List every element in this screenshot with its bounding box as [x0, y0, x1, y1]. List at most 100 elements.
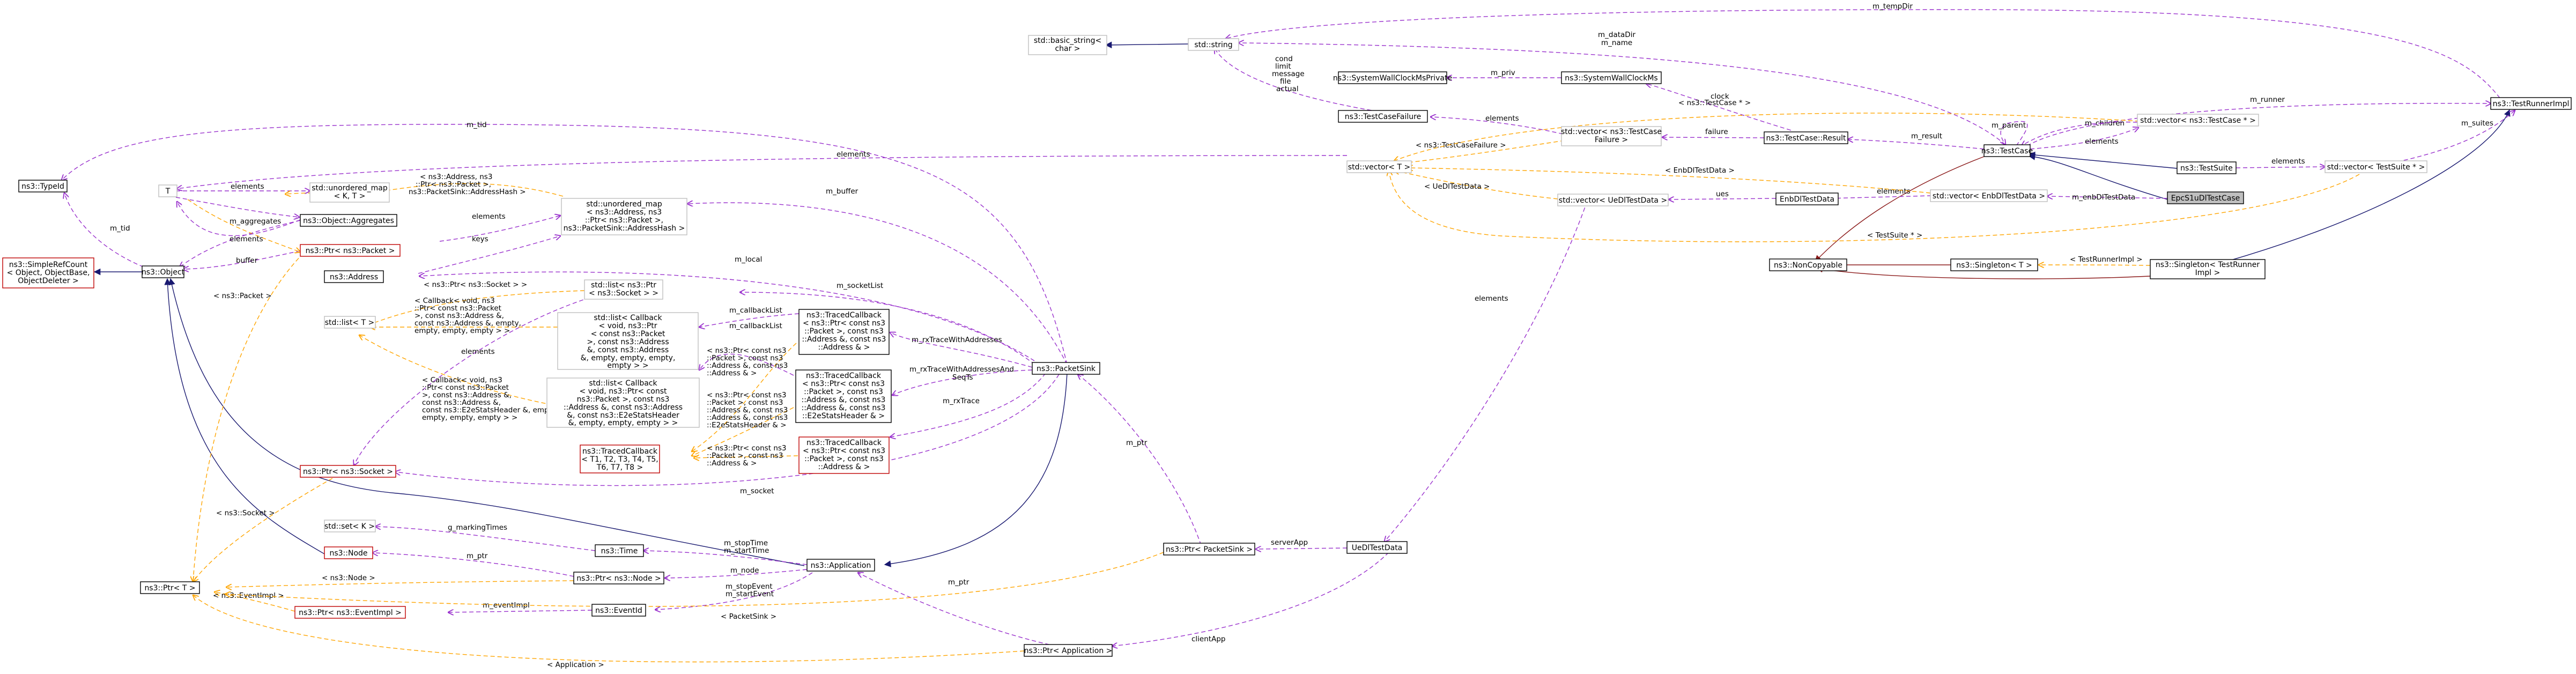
- node-ptr-eventimpl[interactable]: ns3::Ptr< ns3::EventImpl >: [294, 606, 406, 619]
- node-list-callback1-label-7: empty > >: [607, 361, 648, 370]
- label-tr3-3: ::Address & >: [707, 459, 757, 468]
- node-list-t[interactable]: std::list< T >: [324, 316, 376, 329]
- label-addr-map-1: < ns3::Address, ns3: [420, 173, 492, 181]
- node-testcase[interactable]: ns3::TestCase: [1981, 144, 2033, 157]
- node-ptr-application[interactable]: ns3::Ptr< Application >: [1024, 644, 1113, 657]
- node-tc2-label-3: ::Packet >, const ns3: [804, 388, 883, 396]
- node-aggregates[interactable]: ns3::Object::Aggregates: [300, 214, 397, 227]
- node-basic-string[interactable]: std::basic_string<char >: [1028, 35, 1107, 55]
- node-tracedcallback1[interactable]: ns3::TracedCallback< ns3::Ptr< const ns3…: [798, 309, 890, 355]
- node-vector-testcase[interactable]: std::vector< ns3::TestCase * >: [2137, 114, 2259, 127]
- node-unordered-map-addr[interactable]: std::unordered_map< ns3::Address, ns3::P…: [561, 198, 687, 235]
- node-application[interactable]: ns3::Application: [806, 559, 875, 572]
- node-ptr-application-label: ns3::Ptr< Application >: [1024, 647, 1113, 655]
- label-m-buffer: m_buffer: [826, 187, 858, 196]
- node-umapaddr-label-3: ::Ptr< ns3::Packet >,: [585, 216, 663, 225]
- node-testcasefailure[interactable]: ns3::TestCaseFailure: [1338, 110, 1428, 123]
- node-enbdltestdata[interactable]: EnbDlTestData: [1775, 192, 1839, 205]
- node-time[interactable]: ns3::Time: [595, 544, 644, 557]
- node-ptr-t[interactable]: ns3::Ptr< T >: [140, 581, 200, 594]
- node-set-k[interactable]: std::set< K >: [324, 520, 376, 532]
- node-testcaseresult[interactable]: ns3::TestCase::Result: [1764, 131, 1848, 144]
- node-list-callback1-label-1: std::list< Callback: [594, 314, 662, 322]
- edge-ptrpacket-ptrt: < ns3::Packet >: [193, 253, 304, 582]
- label-m-callbacklist-1: m_callbackList: [729, 306, 782, 315]
- edge-singleton-singletonrunner: < TestRunnerImpl >: [2039, 255, 2151, 265]
- node-singleton-t[interactable]: ns3::Singleton< T >: [1950, 258, 2038, 271]
- node-tracedcallback3[interactable]: ns3::TracedCallback< ns3::Ptr< const ns3…: [798, 436, 890, 474]
- node-vector-t[interactable]: std::vector< T >: [1346, 160, 1412, 173]
- edge-vectortestsuite-runner: m_suites: [2396, 110, 2515, 162]
- edge-tcgeneric-tc1: < ns3::Ptr< const ns3::Packet >, const n…: [692, 343, 797, 451]
- node-tracedcallback2[interactable]: ns3::TracedCallback< ns3::Ptr< const ns3…: [795, 369, 892, 423]
- label-m-rxtrace: m_rxTrace: [943, 397, 980, 405]
- node-vector-enbdl[interactable]: std::vector< EnbDlTestData >: [1930, 189, 2048, 202]
- label-eventimpl-tmpl: < ns3::EventImpl >: [213, 591, 284, 600]
- node-ptr-socket[interactable]: ns3::Ptr< ns3::Socket >: [300, 465, 396, 478]
- node-testrunnerimpl[interactable]: ns3::TestRunnerImpl: [2490, 97, 2572, 110]
- label-tr1-4: ::Address & >: [707, 369, 757, 377]
- label-m-ptr-sink: m_ptr: [1126, 439, 1148, 447]
- node-singleton-t-label: ns3::Singleton< T >: [1956, 261, 2032, 270]
- node-list-callback2-label-1: std::list< Callback: [589, 379, 657, 388]
- label-cb1-1: < Callback< void, ns3: [414, 297, 495, 305]
- node-testsuite[interactable]: ns3::TestSuite: [2177, 161, 2237, 174]
- node-list-callback2-label-3: ns3::Packet >, const ns3: [577, 395, 670, 404]
- node-vector-testcase-label: std::vector< ns3::TestCase * >: [2140, 116, 2256, 125]
- node-vector-enbdl-label: std::vector< EnbDlTestData >: [1933, 192, 2045, 201]
- node-ptr-t-label: ns3::Ptr< T >: [144, 584, 195, 592]
- node-wallclock[interactable]: ns3::SystemWallClockMs: [1561, 71, 1662, 84]
- node-node[interactable]: ns3::Node: [324, 546, 373, 559]
- label-cb2-1: < Callback< void, ns3: [422, 376, 502, 384]
- label-m-suites: m_suites: [2461, 119, 2493, 128]
- node-singleton-runner-label-2: Impl >: [2195, 269, 2220, 277]
- node-list-callback1[interactable]: std::list< Callback< void, ns3::Ptr< con…: [557, 312, 699, 370]
- edge-packetsink-socketlist: m_socketList: [740, 282, 1035, 365]
- label-m-rxtraceaddr: m_rxTraceWithAddresses: [912, 336, 1002, 344]
- node-vector-failure[interactable]: std::vector< ns3::TestCaseFailure >: [1561, 126, 1662, 146]
- node-object[interactable]: ns3::Object: [142, 265, 185, 278]
- node-uedltestdata[interactable]: UeDlTestData: [1346, 541, 1408, 554]
- node-unordered-map-kt[interactable]: std::unordered_map< K, T >: [309, 182, 390, 203]
- node-list-callback2[interactable]: std::list< Callback< void, ns3::Ptr< con…: [546, 377, 700, 428]
- edge-packetsink-address: m_local: [419, 255, 1041, 365]
- node-umapaddr-label-4: ns3::PacketSink::AddressHash >: [564, 224, 685, 233]
- node-epcs1udltestcase[interactable]: EpcS1uDlTestCase: [2167, 191, 2244, 204]
- label-m-datadir: m_dataDir: [1598, 31, 1635, 39]
- label-cond: cond: [1275, 55, 1293, 63]
- node-vector-uedl[interactable]: std::vector< UeDlTestData >: [1557, 194, 1669, 206]
- label-m-node: m_node: [730, 566, 759, 575]
- label-tr2-2: ::Packet >, const ns3: [707, 398, 783, 407]
- node-noncopyable[interactable]: ns3::NonCopyable: [1769, 258, 1847, 271]
- node-list-ptr-socket[interactable]: std::list< ns3::Ptr< ns3::Socket > >: [584, 279, 663, 300]
- node-ptr-packet[interactable]: ns3::Ptr< ns3::Packet >: [300, 244, 401, 257]
- node-packetsink[interactable]: ns3::PacketSink: [1032, 362, 1100, 375]
- node-string[interactable]: std::string: [1188, 38, 1239, 51]
- node-ptr-node[interactable]: ns3::Ptr< ns3::Node >: [573, 572, 664, 584]
- label-actual: actual: [1276, 85, 1299, 93]
- node-singleton-runner[interactable]: ns3::Singleton< TestRunnerImpl >: [2150, 259, 2266, 279]
- node-tc1-label-1: ns3::TracedCallback: [806, 311, 882, 320]
- node-node-label: ns3::Node: [329, 549, 367, 558]
- node-typeid-label: ns3::TypeId: [21, 182, 64, 191]
- label-clientapp: clientApp: [1191, 635, 1225, 643]
- edge-tcgeneric-tc2: < ns3::Ptr< const ns3::Packet >, const n…: [692, 391, 794, 456]
- label-m-socketlist: m_socketList: [837, 282, 883, 290]
- node-eventid[interactable]: ns3::EventId: [591, 604, 646, 617]
- label-m-callbacklist-2: m_callbackList: [729, 322, 782, 330]
- node-simplerefcount[interactable]: ns3::SimpleRefCount< Object, ObjectBase,…: [2, 257, 94, 288]
- node-address[interactable]: ns3::Address: [324, 270, 384, 283]
- node-t[interactable]: T: [158, 184, 177, 197]
- node-wallclockprivate[interactable]: ns3::SystemWallClockMsPrivate: [1333, 71, 1452, 84]
- node-typeid[interactable]: ns3::TypeId: [18, 180, 68, 192]
- node-wallclock-label: ns3::SystemWallClockMs: [1565, 74, 1657, 83]
- edge-ptrsocket-ptrt: < ns3::Socket >: [193, 478, 333, 582]
- node-t-label: T: [165, 187, 171, 196]
- node-tracedcallback-generic[interactable]: ns3::TracedCallback< T1, T2, T3, T4, T5,…: [580, 445, 660, 473]
- node-ptr-packetsink[interactable]: ns3::Ptr< PacketSink >: [1163, 543, 1255, 556]
- node-vector-testsuite[interactable]: std::vector< TestSuite * >: [2325, 160, 2427, 173]
- node-list-callback1-label-5: &, const ns3::Address: [587, 346, 669, 354]
- label-addr-map-3: ns3::PacketSink::AddressHash >: [409, 188, 526, 196]
